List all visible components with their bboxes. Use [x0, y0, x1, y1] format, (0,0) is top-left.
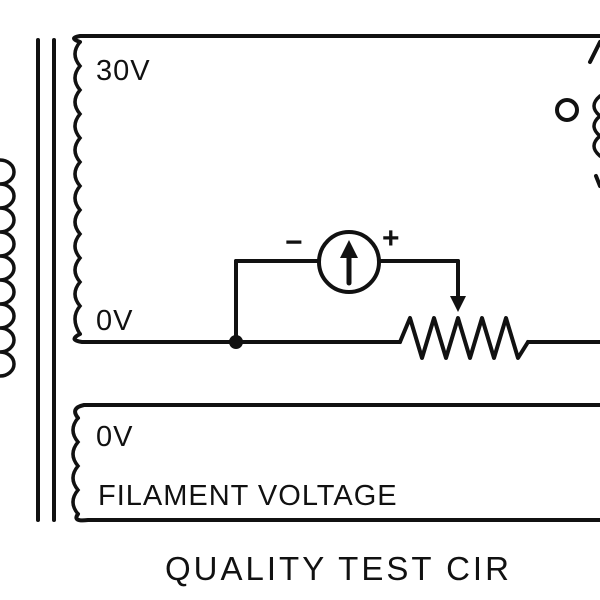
- diagram-caption: QUALITY TEST CIR: [165, 550, 512, 587]
- primary-winding: [0, 158, 16, 378]
- transformer-core: [36, 38, 56, 522]
- tap-label-0v-lower: 0V: [96, 421, 133, 453]
- meter-plus-sign: +: [382, 222, 400, 255]
- filament-winding: [71, 403, 600, 523]
- right-partial-circuit: [555, 40, 600, 188]
- meter-minus-sign: −: [285, 226, 303, 259]
- meter-icon: [317, 230, 381, 294]
- filament-voltage-label: FILAMENT VOLTAGE: [98, 480, 398, 512]
- wiper-arrowhead: [450, 296, 466, 312]
- tap-label-0v-upper: 0V: [96, 305, 133, 337]
- tap-label-30v: 30V: [96, 55, 151, 87]
- upper-secondary-winding: [72, 34, 600, 344]
- potentiometer-resistor: [234, 316, 600, 360]
